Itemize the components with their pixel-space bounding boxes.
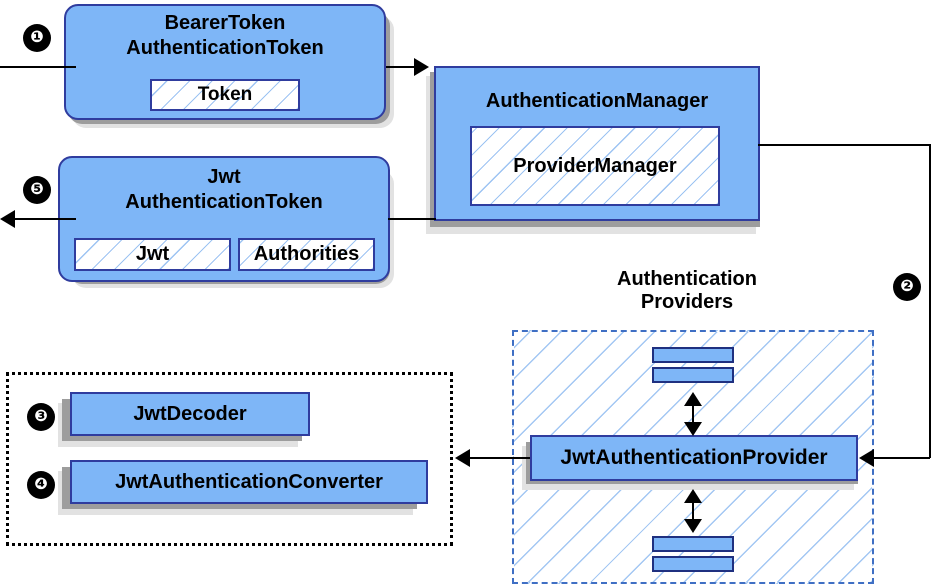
jwt-authentication-converter-label: JwtAuthenticationConverter bbox=[115, 470, 383, 493]
step-badge-5-label: ❺ bbox=[30, 181, 44, 198]
jwt-token-title-line1: Jwt bbox=[207, 166, 241, 188]
step-badge-5: ❺ bbox=[24, 177, 50, 203]
provider-link-bottom-arrow-down bbox=[684, 519, 702, 533]
jwt-support-components-region bbox=[6, 372, 453, 546]
bearer-to-manager-arrowhead bbox=[414, 58, 429, 76]
bearer-to-manager-line bbox=[386, 66, 422, 68]
jwt-authentication-provider-label: JwtAuthenticationProvider bbox=[560, 446, 828, 469]
provider-bar-bottom-2 bbox=[652, 556, 734, 572]
provider-bar-top-2 bbox=[652, 367, 734, 383]
authentication-manager-title: AuthenticationManager bbox=[485, 90, 709, 112]
step-badge-4-label: ❹ bbox=[34, 476, 48, 493]
step-badge-3-label: ❸ bbox=[34, 408, 48, 425]
step-badge-4: ❹ bbox=[28, 472, 54, 498]
step-badge-2-label: ❷ bbox=[900, 278, 914, 295]
jwt-token-title-line2: AuthenticationToken bbox=[125, 191, 323, 213]
provider-to-decoder-arrowhead bbox=[455, 449, 470, 467]
provider-entry-line bbox=[872, 457, 930, 459]
bearer-token-title-line2: AuthenticationToken bbox=[126, 37, 324, 59]
provider-to-decoder-line bbox=[468, 457, 530, 459]
manager-to-provider-vertical bbox=[929, 144, 931, 458]
jwt-authentication-provider-box[interactable]: JwtAuthenticationProvider bbox=[530, 435, 858, 481]
bearer-token-title-line1: BearerToken bbox=[164, 12, 286, 34]
jwt-decoder-box[interactable]: JwtDecoder bbox=[70, 392, 310, 436]
provider-link-top-arrow-down bbox=[684, 422, 702, 436]
step-badge-3: ❸ bbox=[28, 404, 54, 430]
manager-exit-line bbox=[758, 144, 930, 146]
provider-link-top-line bbox=[692, 398, 694, 428]
authentication-providers-caption: Authentication Providers bbox=[562, 268, 812, 314]
step-badge-2: ❷ bbox=[894, 274, 920, 300]
bearer-token-slot-label: Token bbox=[197, 84, 253, 105]
authorities-slot-label: Authorities bbox=[253, 243, 360, 265]
outgoing-token-line bbox=[14, 218, 76, 220]
provider-link-bottom-line bbox=[692, 495, 694, 525]
provider-bar-top-1 bbox=[652, 347, 734, 363]
jwt-token-slot-jwt[interactable]: Jwt bbox=[74, 238, 231, 271]
jwt-authentication-converter-box[interactable]: JwtAuthenticationConverter bbox=[70, 460, 428, 504]
provider-link-top-arrow-up bbox=[684, 392, 702, 406]
manager-to-jwt-token-line bbox=[388, 218, 436, 220]
provider-entry-arrowhead bbox=[859, 449, 874, 467]
authentication-manager-slot-provider-manager[interactable]: ProviderManager bbox=[470, 126, 720, 206]
outgoing-token-arrowhead bbox=[0, 210, 15, 228]
incoming-request-line bbox=[0, 66, 76, 68]
bearer-token-slot-token[interactable]: Token bbox=[150, 79, 300, 111]
step-badge-1-label: ❶ bbox=[30, 29, 44, 46]
jwt-slot-label: Jwt bbox=[135, 243, 170, 265]
jwt-token-slot-authorities[interactable]: Authorities bbox=[238, 238, 375, 271]
provider-manager-label: ProviderManager bbox=[513, 154, 677, 177]
authentication-providers-caption-line1: Authentication bbox=[617, 268, 757, 290]
provider-bar-bottom-1 bbox=[652, 536, 734, 552]
authentication-providers-caption-line2: Providers bbox=[640, 291, 734, 313]
jwt-decoder-label: JwtDecoder bbox=[133, 402, 247, 425]
step-badge-1: ❶ bbox=[24, 25, 50, 51]
provider-link-bottom-arrow-up bbox=[684, 489, 702, 503]
